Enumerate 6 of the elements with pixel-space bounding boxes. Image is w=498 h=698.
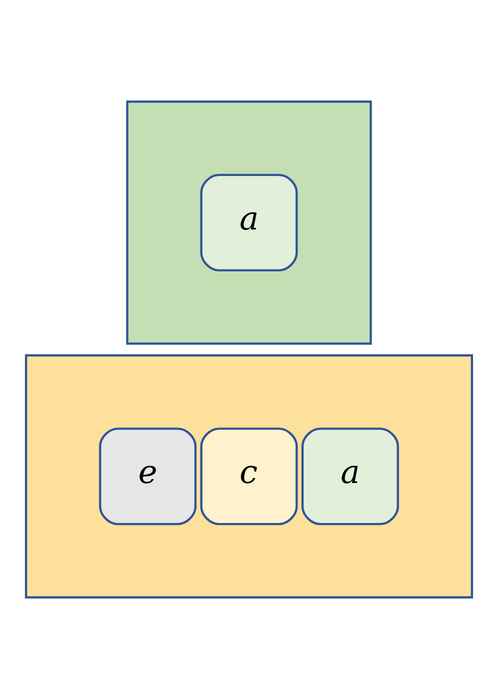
cluster bbox=[24, 354, 474, 598]
node-box: e bbox=[99, 427, 197, 525]
node-box: c bbox=[200, 427, 298, 525]
cluster bbox=[126, 100, 372, 344]
node-box: a bbox=[200, 173, 298, 271]
node-box: a bbox=[301, 427, 399, 525]
